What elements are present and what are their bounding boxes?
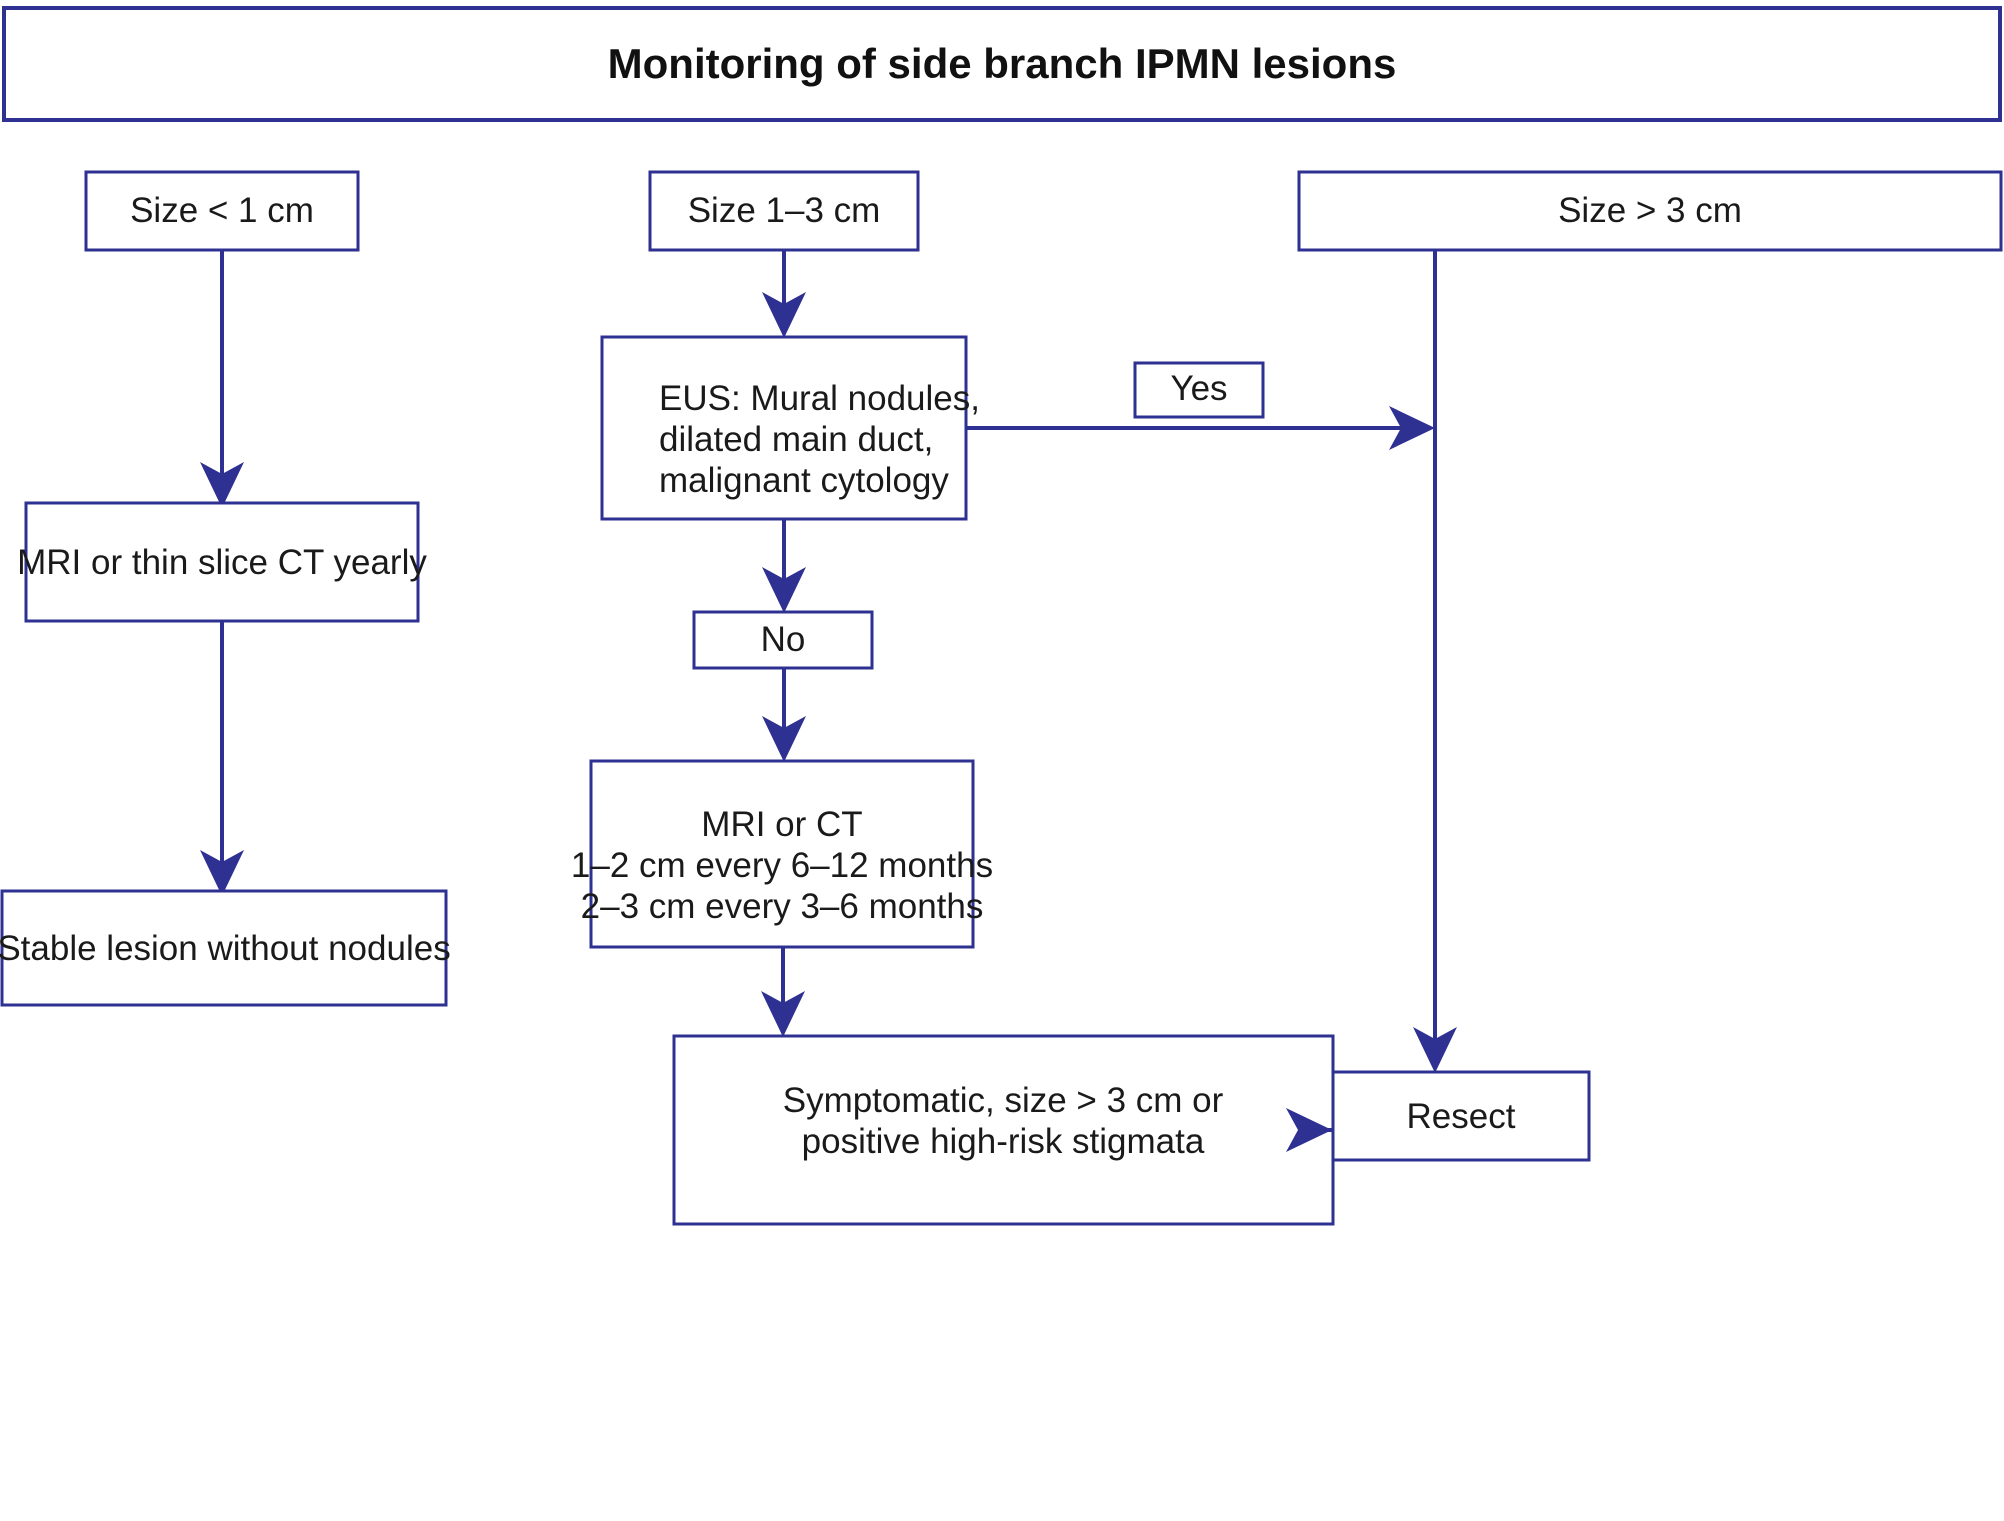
node-eus-line1: EUS: Mural nodules, (659, 379, 980, 418)
node-size-lt-1-box[interactable] (84, 170, 360, 252)
arrowhead-right-icon (1389, 406, 1435, 450)
arrowhead-down-icon (200, 462, 244, 508)
edge-size-lt-1-to-mri-yearly (200, 250, 244, 508)
node-resect-label: Resect (1407, 1097, 1516, 1136)
node-symptomatic-box[interactable] (672, 1034, 1335, 1226)
edge-no-to-mri-or-ct (762, 668, 806, 762)
node-size-1-3-label: Size 1–3 cm (688, 191, 881, 230)
arrowhead-down-icon (762, 716, 806, 762)
node-size-gt-3-label: Size > 3 cm (1558, 191, 1742, 230)
node-eus-line3: malignant cytology (659, 461, 949, 500)
title-banner: Monitoring of side branch IPMN lesions (2, 6, 2002, 122)
node-resect-box[interactable] (1331, 1070, 1591, 1162)
node-eus-line2: dilated main duct, (659, 420, 933, 459)
edge-size-gt-3-to-resect (1413, 250, 1457, 1073)
node-eus-box[interactable] (600, 335, 968, 521)
arrowhead-down-icon (762, 292, 806, 338)
edge-eus-to-no (762, 519, 806, 613)
node-eus[interactable]: EUS: Mural nodules, dilated main duct, m… (600, 335, 980, 521)
arrowhead-down-icon (1413, 1027, 1457, 1073)
node-stable-lesion-box[interactable] (0, 889, 448, 1007)
node-size-lt-1[interactable]: Size < 1 cm (84, 170, 360, 252)
node-size-1-3-box[interactable] (648, 170, 920, 252)
node-mri-or-ct-box[interactable] (589, 759, 975, 949)
node-size-lt-1-label: Size < 1 cm (130, 191, 314, 230)
node-mri-thin-slice-ct-yearly[interactable]: MRI or thin slice CT yearly (17, 501, 427, 623)
node-symptomatic[interactable]: Symptomatic, size > 3 cm or positive hig… (672, 1034, 1335, 1226)
node-mri-or-ct-line3: 2–3 cm every 3–6 months (581, 887, 984, 926)
node-yes-label[interactable]: Yes (1133, 361, 1265, 419)
node-mri-yearly-label: MRI or thin slice CT yearly (17, 543, 427, 582)
node-no-label[interactable]: No (692, 610, 874, 670)
arrowhead-down-icon (762, 567, 806, 613)
node-size-1-3[interactable]: Size 1–3 cm (648, 170, 920, 252)
edge-mri-or-ct-to-symptomatic (761, 947, 805, 1037)
edge-size-1-3-to-eus (762, 250, 806, 338)
arrowhead-down-icon (761, 991, 805, 1037)
arrowhead-right-icon (1286, 1108, 1332, 1152)
node-yes-box[interactable] (1133, 361, 1265, 419)
edge-eus-yes-to-resect-spine (966, 406, 1435, 450)
node-mri-or-ct-line2: 1–2 cm every 6–12 months (571, 846, 993, 885)
node-mri-or-ct[interactable]: MRI or CT 1–2 cm every 6–12 months 2–3 c… (571, 759, 993, 949)
edge-mri-yearly-to-stable-lesion (200, 621, 244, 896)
node-yes-text: Yes (1170, 369, 1227, 408)
node-stable-lesion[interactable]: Stable lesion without nodules (0, 889, 451, 1007)
page-title: Monitoring of side branch IPMN lesions (608, 40, 1397, 87)
node-mri-or-ct-line1: MRI or CT (701, 805, 862, 844)
node-size-gt-3[interactable]: Size > 3 cm (1297, 170, 2003, 252)
node-no-text: No (761, 620, 806, 659)
node-symptomatic-line1: Symptomatic, size > 3 cm or (783, 1081, 1224, 1120)
arrowhead-down-icon (200, 850, 244, 896)
node-resect[interactable]: Resect (1331, 1070, 1591, 1162)
title-banner-box (2, 6, 2002, 122)
edge-symptomatic-to-resect (1286, 1108, 1333, 1152)
node-stable-lesion-label: Stable lesion without nodules (0, 929, 451, 968)
node-size-gt-3-box[interactable] (1297, 170, 2003, 252)
node-symptomatic-line2: positive high-risk stigmata (802, 1122, 1205, 1161)
node-mri-yearly-box[interactable] (24, 501, 420, 623)
